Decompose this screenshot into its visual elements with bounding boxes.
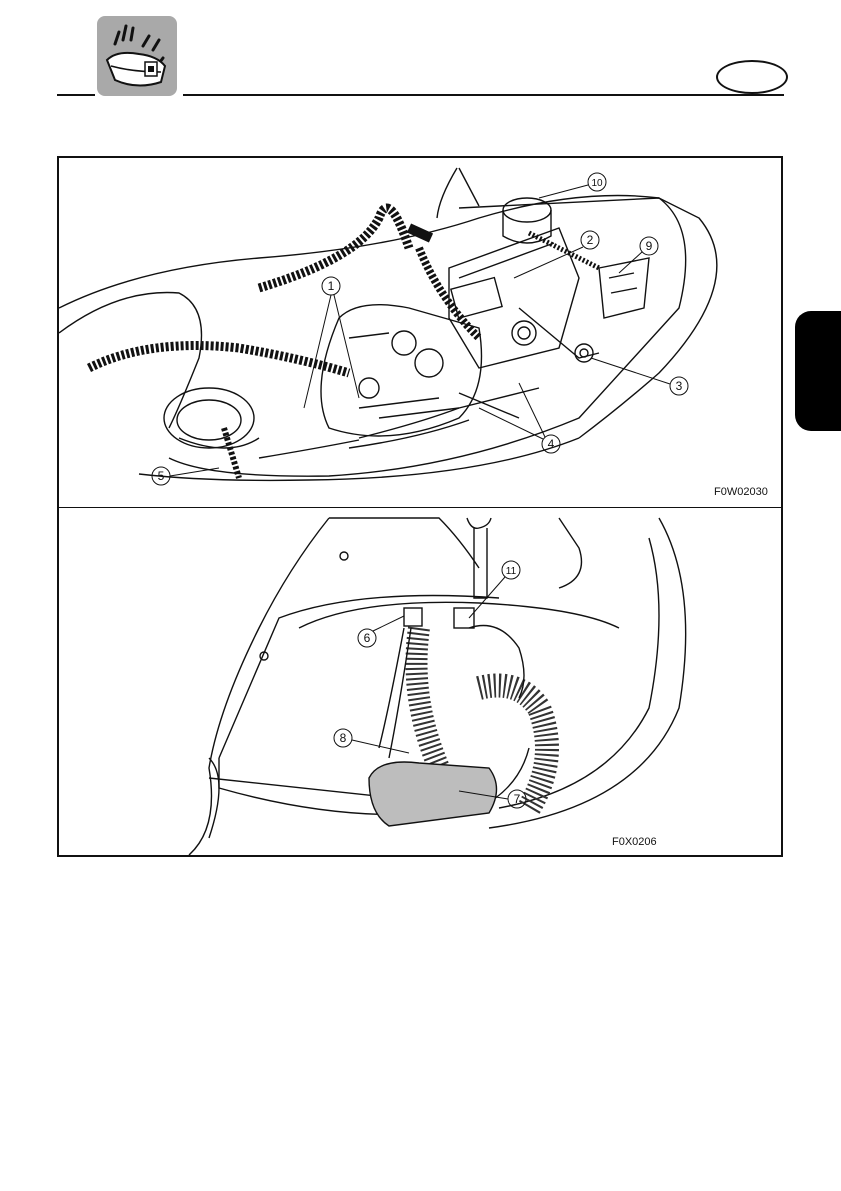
callout-3: 3: [676, 379, 683, 393]
chapter-side-tab: [795, 311, 841, 431]
jet-ski-maintenance-icon: [97, 16, 177, 96]
callout-9: 9: [646, 239, 653, 253]
callout-8: 8: [340, 731, 347, 745]
language-badge: [716, 60, 788, 94]
figure-code: F0W02030: [714, 486, 768, 498]
callout-5: 5: [158, 469, 165, 483]
callout-10: 10: [591, 178, 603, 189]
callout-6: 6: [364, 631, 371, 645]
callout-4: 4: [548, 437, 555, 451]
engine-compartment-figure: 1 2 3 4 5 9 10 F0W02030: [59, 158, 781, 507]
header-rule-left: [57, 94, 95, 96]
figure-frame: 1 2 3 4 5 9 10 F0W02030: [57, 156, 783, 857]
callout-7: 7: [514, 792, 521, 806]
figure-code: F0X0206: [612, 836, 657, 848]
rear-compartment-figure: 11 6 8 7 F0X0206: [59, 508, 781, 855]
callout-11: 11: [506, 566, 517, 577]
callout-1: 1: [328, 279, 335, 293]
callout-2: 2: [587, 233, 594, 247]
header-rule-right: [183, 94, 784, 96]
